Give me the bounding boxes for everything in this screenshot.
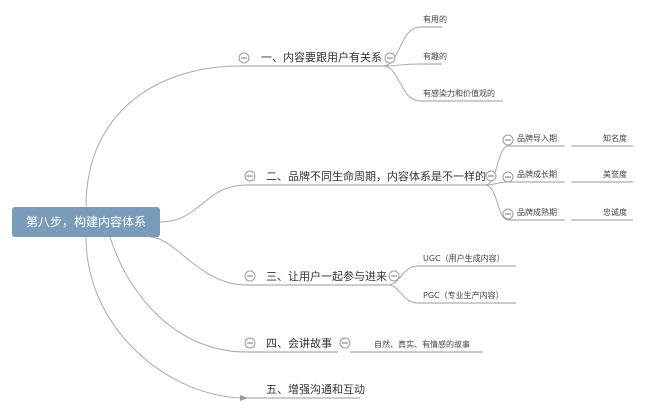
- branch-3-label[interactable]: 三、让用户一起参与进来: [266, 270, 387, 283]
- edge-b1-c1: [382, 26, 421, 67]
- branch-1-child-2[interactable]: 有趣的: [423, 52, 447, 61]
- collapse-toggle-b4-right[interactable]: [339, 337, 351, 349]
- collapse-toggle-b1[interactable]: [238, 52, 250, 64]
- edge-b3-c1: [387, 265, 419, 286]
- arrowhead-b5: [240, 395, 248, 401]
- branch-1-child-1[interactable]: 有用的: [423, 15, 447, 24]
- branch-2-label[interactable]: 二、品牌不同生命周期，内容体系是不一样的: [266, 170, 486, 183]
- branch-2-child-3[interactable]: 品牌成熟期: [517, 208, 557, 217]
- branch-2-child-3-sub[interactable]: 忠诚度: [603, 208, 627, 217]
- edge-b3-c2: [387, 284, 419, 304]
- edge-root-b1: [85, 65, 241, 208]
- collapse-toggle-b2-c1[interactable]: [502, 134, 514, 146]
- edge-b2-c3: [484, 184, 509, 221]
- branch-1-label[interactable]: 一、内容要跟用户有关系: [261, 51, 382, 64]
- branch-4-label[interactable]: 四、会讲故事: [266, 337, 332, 350]
- branch-3-child-1[interactable]: UGC（用户生成内容）: [423, 254, 505, 263]
- edge-root-b3: [149, 236, 247, 286]
- collapse-toggle-b1-right[interactable]: [384, 52, 396, 64]
- branch-4-child-1[interactable]: 自然、真实、有情感的故事: [374, 340, 470, 349]
- edge-root-b2: [159, 184, 247, 223]
- collapse-toggle-b3-right[interactable]: [388, 270, 400, 282]
- root-topic[interactable]: 第八步，构建内容体系: [12, 207, 160, 237]
- branch-2-child-2[interactable]: 品牌成长期: [517, 170, 557, 179]
- collapse-toggle-b2-c2[interactable]: [502, 171, 514, 183]
- branch-5-label[interactable]: 五、增强沟通和互动: [266, 383, 365, 396]
- edge-b2-c1: [484, 145, 509, 186]
- branch-2-child-1[interactable]: 品牌导入期: [517, 134, 557, 143]
- edge-root-b5: [85, 236, 247, 399]
- collapse-toggle-b4[interactable]: [244, 337, 256, 349]
- branch-2-child-1-sub[interactable]: 知名度: [603, 134, 627, 143]
- collapse-toggle-b2-c3[interactable]: [502, 208, 514, 220]
- edge-b1-c2: [382, 63, 421, 67]
- edge-b1-c3: [382, 65, 421, 102]
- branch-3-child-2[interactable]: PGC（专业生产内容）: [423, 291, 504, 300]
- branch-2-child-2-sub[interactable]: 美誉度: [603, 170, 627, 179]
- collapse-toggle-b3[interactable]: [244, 270, 256, 282]
- branch-1-child-3[interactable]: 有感染力和价值观的: [423, 89, 495, 98]
- edge-root-b4: [109, 236, 247, 353]
- collapse-toggle-b2-right[interactable]: [485, 170, 497, 182]
- collapse-toggle-b2[interactable]: [244, 170, 256, 182]
